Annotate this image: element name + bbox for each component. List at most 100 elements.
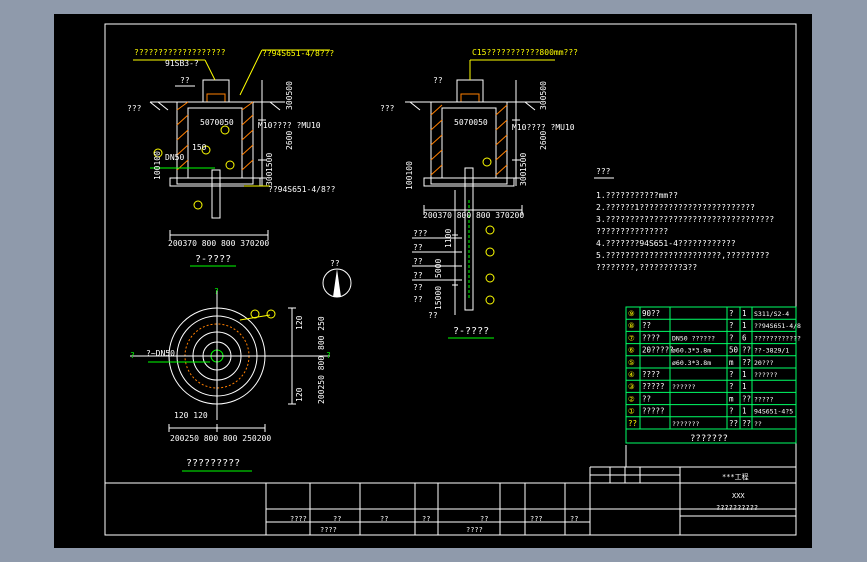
material-cell-note: S311/S2-4	[754, 310, 789, 318]
note-item-4: ???????????????	[596, 227, 668, 236]
notes-title: ???	[596, 167, 611, 176]
material-cell-no: ⑥	[628, 346, 635, 355]
tb-cell-7: ????	[466, 526, 483, 534]
material-cell-name: ?????	[642, 382, 665, 391]
left-pipe-note-pt: 150	[192, 143, 207, 152]
title-project: ***工程	[722, 472, 749, 481]
left-caption: ?-????	[195, 254, 231, 265]
material-cell-unit: ?	[729, 321, 734, 330]
plan-dim-right-3: 200250 800	[317, 356, 326, 404]
material-cell-note: ?????	[754, 395, 774, 403]
plan-view	[130, 290, 330, 432]
right-vdim-3: 1500	[519, 153, 528, 172]
material-cell-unit: ?	[729, 382, 734, 391]
plan-label-top: ?	[214, 287, 219, 296]
material-cell-note: ??94S651-4/8	[754, 322, 801, 330]
material-cell-no: ③	[628, 382, 635, 391]
right-caption: ?-????	[453, 326, 489, 337]
left-bottom-callout: ??94S651-4/8??	[268, 185, 336, 194]
material-cell-note: ??????	[754, 371, 778, 379]
material-cell-qty: 1	[742, 382, 747, 391]
material-cell-no: ①	[628, 407, 635, 416]
material-cell-note: 94S651-4?5	[754, 408, 793, 416]
material-cell-qty: 1	[742, 309, 747, 318]
material-cell-no: ⑧	[628, 321, 635, 330]
title-drawing-sub: ??????????	[716, 504, 758, 512]
right-label-5: ??	[413, 283, 423, 292]
material-cell-qty: 6	[742, 333, 747, 342]
left-top-callout: ??94S651-4/8???	[262, 49, 334, 58]
material-cell-name: ????	[642, 370, 660, 379]
note-item-7: ????????,?????????3??	[596, 263, 697, 272]
note-item-5: 4.???????94S651-4????????????	[596, 239, 736, 248]
left-section-text: ??????????????????? 91SB3-? ??94S651-4/8…	[127, 48, 336, 265]
material-cell-qty: 1	[742, 370, 747, 379]
material-cell-spec: ø60.3*3.8m	[672, 359, 711, 367]
right-label-2: ??	[413, 243, 423, 252]
material-cell-qty: ??	[742, 358, 751, 367]
right-top-note: C15???????????800mm???	[472, 48, 578, 57]
right-bottom-dims: 200370 800 800 370200	[423, 211, 524, 220]
left-ground-left: ???	[127, 104, 142, 113]
material-cell-qty: ??	[742, 394, 751, 403]
plan-caption: ?????????	[186, 458, 240, 469]
material-cell-qty: ??	[742, 419, 751, 428]
material-cell-note: 20???	[754, 359, 774, 367]
material-cell-unit: ?	[729, 309, 734, 318]
material-cell-unit: ?	[729, 333, 734, 342]
material-table-row: ⑦????DN50 ???????6????????????	[628, 333, 801, 342]
material-cell-spec: ???????	[672, 420, 699, 428]
left-dim-top: 5070050	[200, 118, 234, 127]
tb-cell-8: ???	[530, 515, 543, 523]
left-vdim-4: 300	[265, 171, 274, 186]
right-label-7: ??	[428, 311, 438, 320]
material-cell-unit: ?	[729, 407, 734, 416]
material-cell-unit: ??	[729, 419, 738, 428]
right-vdim-left-3: 15000	[434, 286, 443, 310]
right-dim-top: 5070050	[454, 118, 488, 127]
plan-dim-right-4: 120	[295, 387, 304, 402]
title-drawing: XXX	[732, 492, 745, 500]
material-table-row: ③????????????1	[628, 382, 747, 391]
note-item-1: 1.???????????mm??	[596, 191, 678, 200]
tb-cell-1: ????	[290, 515, 307, 523]
material-cell-qty: 1	[742, 321, 747, 330]
right-ground-label: ??	[433, 76, 443, 85]
material-cell-note: ????????????	[754, 334, 801, 342]
plan-callouts	[250, 309, 276, 319]
material-table-row: ②??m???????	[628, 394, 774, 403]
material-cell-unit: ?	[729, 370, 734, 379]
design-notes: ??? 1.???????????mm?? 2.??????1?????????…	[596, 167, 774, 272]
right-ground-left: ???	[380, 104, 395, 113]
north-arrow: ??	[322, 259, 352, 298]
material-table-row: ⑧???1??94S651-4/8	[628, 321, 801, 330]
north-label: ??	[330, 259, 340, 268]
right-section-callouts	[482, 157, 495, 305]
material-cell-name: 90??	[642, 309, 660, 318]
left-ground-label: ??	[180, 76, 190, 85]
tb-cell-9: ??	[570, 515, 578, 523]
tb-cell-3: ??	[380, 515, 388, 523]
left-top-note-code: 91SB3-?	[165, 59, 199, 68]
tb-cell-4: ????	[320, 526, 337, 534]
title-block-text: ***工程 XXX ?????????? ???? ?? ?? ???? ?? …	[290, 472, 758, 534]
material-cell-no: ⑤	[628, 358, 635, 367]
plan-label-left: ?	[130, 351, 135, 360]
material-cell-spec: DN50 ??????	[672, 334, 715, 342]
left-top-note: ???????????????????	[134, 48, 226, 57]
left-vdim-1: 300500	[285, 81, 294, 110]
material-cell-qty: ??	[742, 346, 751, 355]
plan-dims-bottom: 200250 800 800 250200	[170, 434, 271, 443]
note-item-2: 2.??????1????????????????????????	[596, 203, 755, 212]
right-side-dim: 100100	[405, 161, 414, 190]
plan-dim-right-1: 120	[295, 315, 304, 330]
plan-text: ? ? ? ?~DN50 120 800 250 200250 800 120 …	[130, 287, 331, 469]
right-section-text: C15???????????800mm??? ??? ?? 5070050 M1…	[380, 48, 578, 337]
drawing-frame	[104, 23, 797, 536]
tb-cell-5: ??	[422, 515, 430, 523]
material-cell-no: ④	[628, 370, 635, 379]
left-wall-note: M10???? ?MU10	[258, 121, 321, 130]
material-cell-no: ??	[628, 419, 637, 428]
